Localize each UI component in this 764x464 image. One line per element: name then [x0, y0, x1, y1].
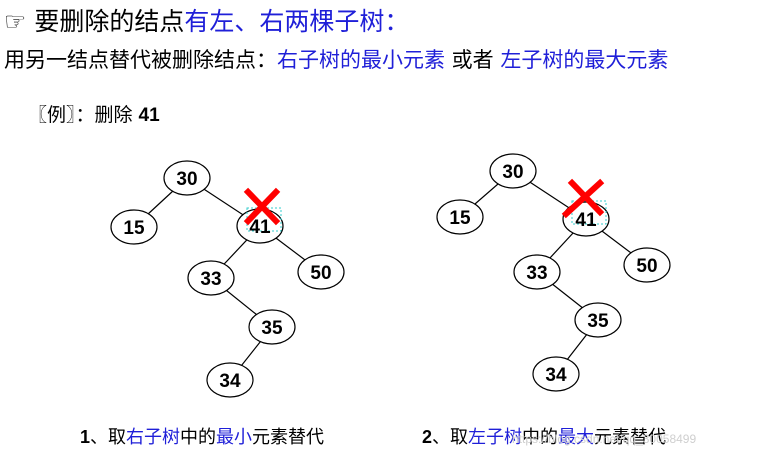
svg-text:35: 35 [587, 311, 609, 332]
svg-text:30: 30 [502, 162, 523, 183]
rule-part-1: 用另一结点替代被删除结点： [4, 48, 277, 72]
heading-emphasis: 有左、右两棵子树： [184, 7, 410, 36]
svg-text:41: 41 [249, 217, 271, 238]
tree-node-deleted: 41 [561, 178, 610, 237]
tree-2: 30 15 41 33 50 35 34 [436, 153, 671, 392]
tree-node: 15 [436, 199, 484, 235]
caption-1: 1、取右子树中的最小元素替代 [80, 427, 325, 448]
tree-node: 15 [110, 209, 158, 245]
rule-left-max: 左子树的最大元素 [500, 48, 669, 72]
tree-node-deleted: 41 [236, 187, 284, 244]
watermark: https://blog.csdn.net/qq_30058499 [512, 432, 697, 446]
tree-node: 50 [297, 254, 345, 290]
tree-1: 30 15 41 33 50 35 34 [110, 160, 345, 398]
pointing-hand-icon: ☞ [4, 7, 27, 36]
tree-node: 50 [623, 247, 671, 283]
heading: ☞ 要删除的结点有左、右两棵子树： [4, 6, 409, 38]
svg-text:41: 41 [575, 210, 597, 231]
svg-text:33: 33 [526, 263, 547, 284]
tree-node: 30 [489, 153, 537, 189]
svg-text:35: 35 [261, 318, 283, 339]
svg-text:30: 30 [176, 169, 197, 190]
tree-node: 30 [163, 160, 211, 196]
svg-text:15: 15 [449, 208, 471, 229]
svg-text:50: 50 [636, 256, 657, 277]
delete-cross-icon [561, 178, 605, 219]
rule-or: 或者 [445, 48, 501, 72]
rule-right-min: 右子树的最小元素 [277, 48, 445, 72]
caption-2: 2、取左子树中的最大元素替代 [422, 427, 667, 448]
example-text: 〖例〗：删除 [28, 104, 139, 126]
example-label: 〖例〗：删除 41 [28, 102, 160, 129]
svg-text:15: 15 [123, 218, 145, 239]
rule-text: 用另一结点替代被删除结点：右子树的最小元素 或者 左子树的最大元素 [4, 46, 668, 74]
svg-text:34: 34 [219, 371, 241, 392]
tree-node: 35 [248, 309, 296, 345]
tree-node: 33 [513, 254, 561, 290]
tree-node: 34 [532, 356, 580, 392]
tree-node: 35 [574, 302, 622, 338]
heading-text: 要删除的结点 [34, 7, 185, 36]
svg-text:33: 33 [200, 269, 221, 290]
delete-cross-icon [243, 187, 281, 226]
example-value: 41 [138, 105, 160, 126]
tree-node: 34 [206, 362, 254, 398]
tree-node: 33 [187, 260, 235, 296]
svg-text:34: 34 [545, 365, 567, 386]
svg-text:50: 50 [310, 263, 331, 284]
